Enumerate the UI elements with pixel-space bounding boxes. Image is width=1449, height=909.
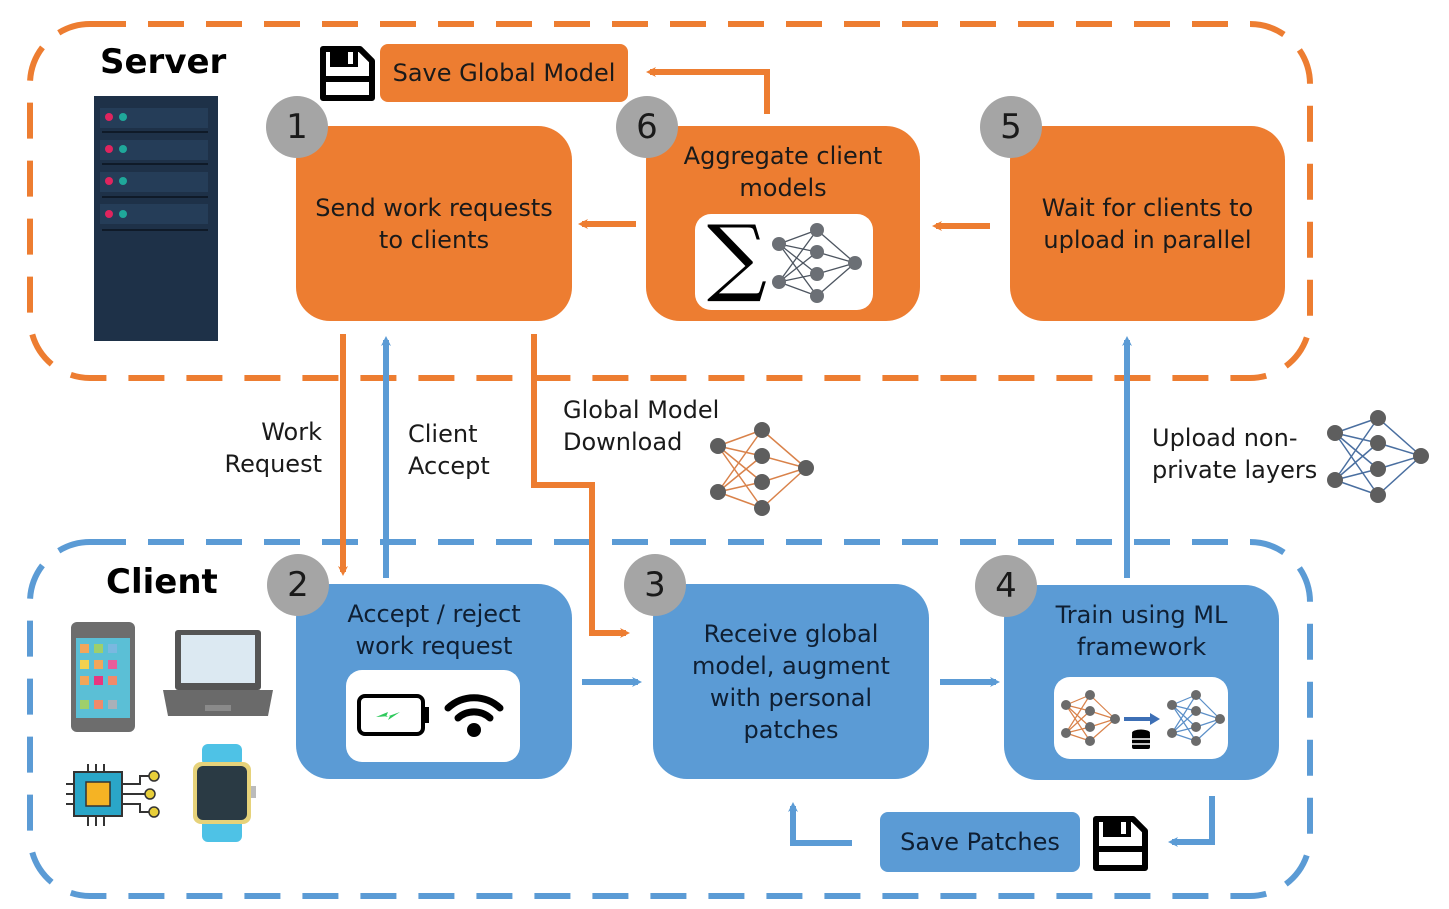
step-2-label-line: work request <box>355 632 513 660</box>
step-1-label-line: to clients <box>378 225 490 254</box>
upload-non-private-label-line: private layers <box>1152 456 1318 484</box>
step-5-label-line: upload in parallel <box>1043 225 1252 254</box>
arrow-step4-to-save-patches <box>1168 796 1215 847</box>
client-accept-label-line: Client <box>408 420 478 448</box>
server-region-border <box>27 21 1313 381</box>
save-patches-label: Save Patches <box>900 828 1060 856</box>
step-3-label-line: with personal <box>709 683 873 712</box>
smartwatch-icon <box>193 744 256 842</box>
server-region-title: Server <box>100 42 227 82</box>
neural-network-icon <box>1061 690 1120 746</box>
step-5-label-line: Wait for clients to <box>1041 193 1254 222</box>
work-request-label-line: Work <box>261 418 322 446</box>
step-3-label-line: model, augment <box>692 651 890 680</box>
client-region-border <box>27 539 1313 899</box>
step-5-badge: 5 <box>980 96 1042 158</box>
step-2-badge: 2 <box>267 554 329 616</box>
step-5-box: Wait for clients to upload in parallel <box>1010 126 1285 321</box>
step-1-badge: 1 <box>266 96 328 158</box>
floppy-disk-icon <box>320 46 375 101</box>
step-6-badge: 6 <box>616 96 678 158</box>
training-inset <box>1054 677 1228 759</box>
step-1-label-line: Send work requests <box>315 193 553 222</box>
server-rack-icon <box>94 96 218 341</box>
step-4-badge: 4 <box>975 555 1037 617</box>
save-global-model-action: Save Global Model <box>380 44 628 102</box>
aggregation-inset: ∑ <box>695 207 873 310</box>
save-patches-action: Save Patches <box>880 812 1080 872</box>
arrow-save-patches-to-step3 <box>788 802 852 846</box>
sigma-icon: ∑ <box>707 207 767 305</box>
step-3-box: Receive global model, augment with perso… <box>653 584 929 779</box>
save-global-model-label: Save Global Model <box>392 59 616 87</box>
client-accept-label: Client Accept <box>408 418 490 482</box>
upload-non-private-label-line: Upload non- <box>1152 424 1298 452</box>
client-accept-label-line: Accept <box>408 452 490 480</box>
step-3-label-line: patches <box>743 715 839 744</box>
step-3-label-line: Receive global <box>703 619 879 648</box>
device-conditions-inset <box>346 670 520 762</box>
global-model-download-label: Global Model Download <box>563 394 719 458</box>
neural-network-icon <box>1167 690 1225 746</box>
neural-network-icon <box>710 422 814 516</box>
step-1-box: Send work requests to clients <box>296 126 572 321</box>
step-2-label-line: Accept / reject <box>347 600 521 628</box>
training-illustration <box>1061 690 1225 749</box>
neural-network-icon <box>1327 410 1429 503</box>
microchip-icon <box>66 764 160 826</box>
arrow-global-model-download <box>531 334 630 638</box>
upload-non-private-label: Upload non- private layers <box>1152 422 1317 486</box>
work-request-label-line: Request <box>224 450 323 478</box>
floppy-disk-icon <box>1093 816 1148 871</box>
global-model-download-label-line: Global Model <box>563 396 720 424</box>
neural-network-icon <box>772 223 862 303</box>
laptop-icon <box>163 630 273 716</box>
database-icon <box>1132 729 1150 749</box>
arrow-aggregate-to-save <box>646 67 770 114</box>
step-3-badge: 3 <box>624 554 686 616</box>
battery-charging-icon <box>357 694 429 736</box>
client-region-title: Client <box>106 562 218 602</box>
step-4-label-line: Train using ML <box>1055 601 1228 629</box>
step-6-label-line: models <box>739 174 827 202</box>
step-6-label-line: Aggregate client <box>683 142 883 170</box>
global-model-download-label-line: Download <box>563 428 683 456</box>
wifi-icon <box>444 694 504 737</box>
step-4-label-line: framework <box>1076 633 1207 661</box>
work-request-label: Work Request <box>200 416 323 480</box>
smartphone-icon <box>71 622 135 732</box>
